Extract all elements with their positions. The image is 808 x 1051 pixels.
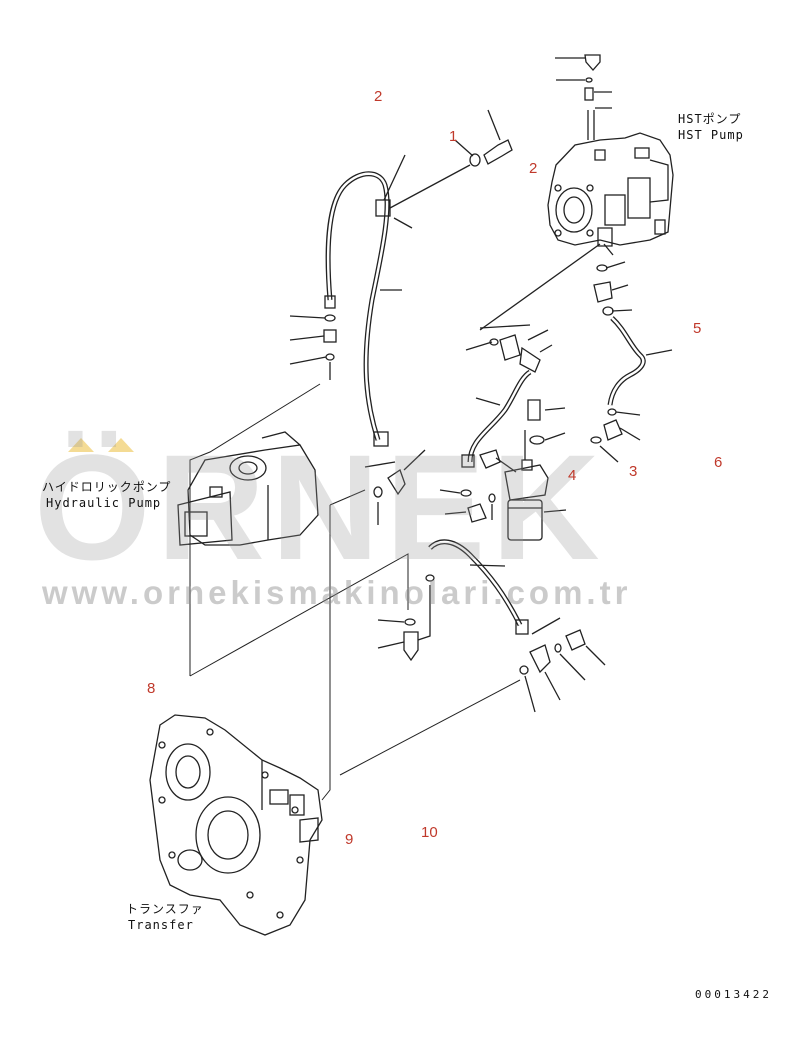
transfer-case	[149, 714, 323, 936]
callout-2-hst: 2	[529, 160, 538, 177]
callout-8: 8	[147, 680, 156, 697]
hydraulic-label-jp: ハイドロリックポンプ	[42, 480, 172, 494]
bolt-washer	[454, 109, 513, 167]
left-fittings	[289, 314, 337, 380]
callout-9: 9	[345, 831, 354, 848]
mid-fittings	[364, 449, 435, 662]
oil-filter	[439, 399, 567, 541]
watermark-word: ÖRNEK	[34, 423, 606, 591]
hose-right	[479, 243, 673, 463]
watermark-dots	[68, 438, 168, 454]
callout-6: 6	[714, 454, 723, 471]
hst-label-en: HST Pump	[678, 128, 744, 142]
callout-5: 5	[693, 320, 702, 337]
long-hose	[324, 154, 471, 447]
hst-pump	[547, 110, 674, 247]
transfer-label-jp: トランスファ	[126, 902, 204, 916]
hydraulic-pump	[177, 431, 319, 546]
transfer-label-en: Transfer	[128, 918, 194, 932]
callout-4: 4	[568, 467, 577, 484]
callout-1: 1	[449, 128, 458, 145]
lower-hose	[428, 539, 606, 713]
filter-hose	[461, 324, 553, 468]
hst-label-jp: HSTポンプ	[678, 112, 742, 126]
drawing-code: 00013422	[695, 988, 772, 1001]
hydraulic-label-en: Hydraulic Pump	[46, 496, 162, 510]
leader-frame	[189, 383, 521, 801]
callout-3: 3	[629, 463, 638, 480]
hst-top-fittings	[555, 54, 612, 109]
callout-2-top: 2	[374, 88, 383, 105]
callout-10: 10	[421, 824, 438, 841]
watermark-url: www.ornekismakinolari.com.tr	[42, 574, 632, 611]
